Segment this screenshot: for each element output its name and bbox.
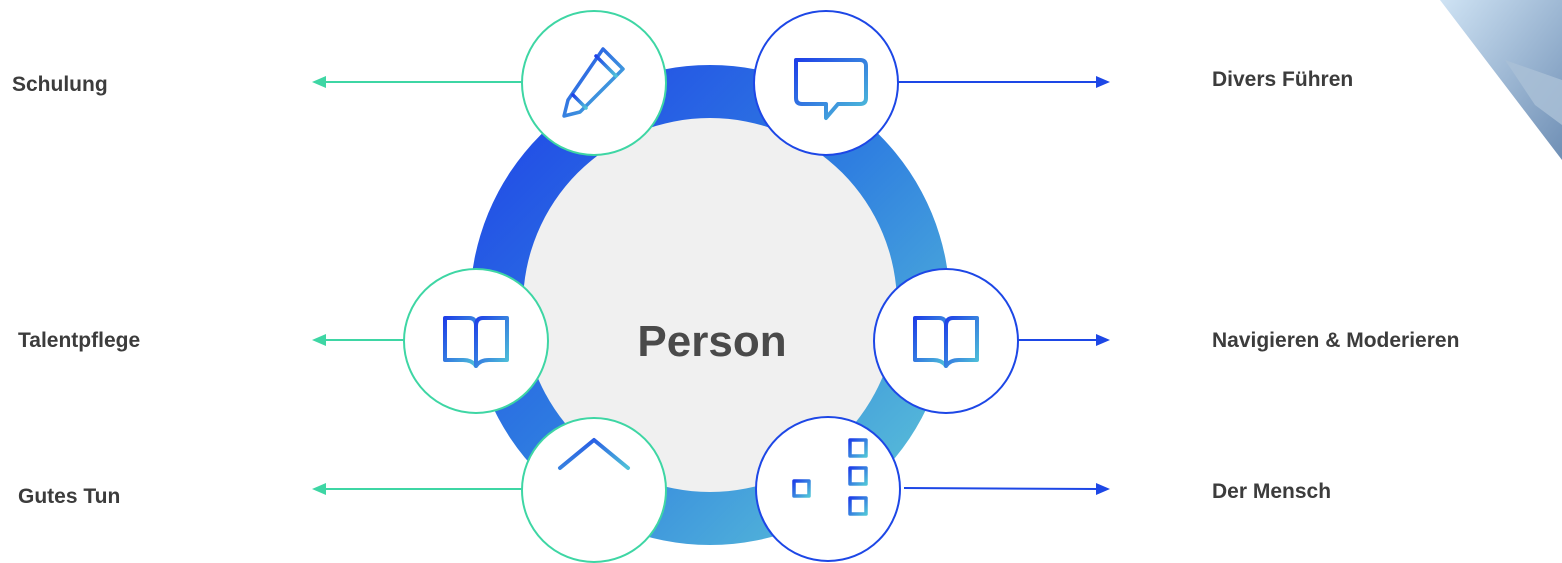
connector-talentpflege (312, 334, 404, 346)
connector-der-mensch (903, 483, 1110, 495)
node-talentpflege (403, 268, 549, 414)
node-der-mensch (755, 416, 901, 562)
node-gutes-tun (521, 417, 667, 563)
book-icon (443, 316, 509, 368)
institution-icon (558, 438, 630, 522)
corner-decoration (1440, 0, 1562, 160)
center-title: Person (637, 317, 787, 366)
label-talentpflege: Talentpflege (18, 329, 141, 352)
central-disc (523, 118, 897, 492)
label-schulung: Schulung (12, 73, 108, 96)
connector-divers-fuehren (898, 76, 1110, 88)
pencil-icon (562, 47, 625, 118)
node-divers-fuehren (753, 10, 899, 156)
label-gutes-tun: Gutes Tun (18, 485, 121, 508)
label-der-mensch: Der Mensch (1212, 480, 1332, 503)
node-navigieren (873, 268, 1019, 414)
label-divers-fuehren: Divers Führen (1212, 68, 1354, 91)
book-icon (913, 316, 979, 368)
chat-icon (794, 58, 868, 120)
connector-navigieren (1018, 334, 1110, 346)
node-schulung (521, 10, 667, 156)
connector-schulung (312, 76, 522, 88)
hierarchy-icon (792, 438, 868, 516)
connector-gutes-tun (312, 483, 522, 495)
label-navigieren-moderieren: Navigieren & Moderieren (1212, 329, 1460, 352)
